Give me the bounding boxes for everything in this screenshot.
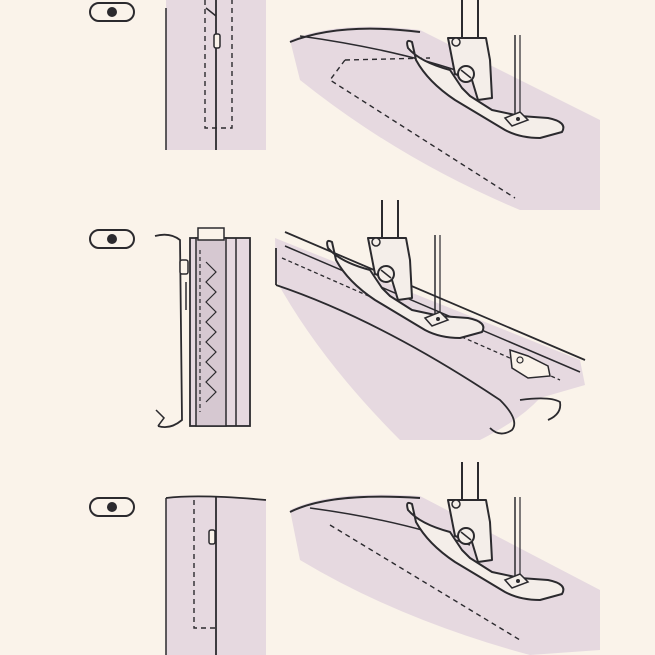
zipper-foot-illustration: [275, 199, 586, 440]
zipper-slider-icon: [179, 259, 189, 275]
zipper-tape-detail: [154, 227, 251, 429]
presser-foot-illustration: [289, 0, 600, 210]
zipper-placket-detail: [165, 0, 266, 150]
zipper-placket-detail: [165, 495, 267, 655]
needle-position-indicator-icon: [89, 229, 135, 249]
needle-position-indicator-icon: [89, 2, 135, 22]
step-2: [89, 199, 586, 440]
zipper-slider-icon: [213, 33, 221, 49]
zipper-slider-icon: [208, 529, 216, 545]
needle-position-indicator-icon: [89, 497, 135, 517]
step-1: [89, 0, 600, 210]
step-3: [89, 461, 600, 655]
presser-foot-illustration: [289, 461, 600, 655]
